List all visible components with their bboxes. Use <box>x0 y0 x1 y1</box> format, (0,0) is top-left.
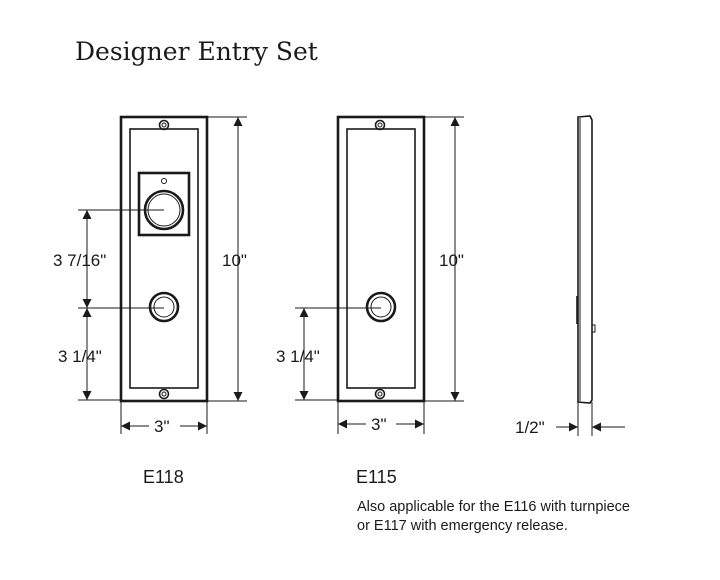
e115-dim-width-label: 3" <box>371 415 387 434</box>
e118-dim-lower-label: 3 1/4" <box>58 347 102 366</box>
e115-dim-lower-label: 3 1/4" <box>276 347 320 366</box>
e118-turnpiece-pin-icon <box>161 178 167 184</box>
e115-bottom-screw-icon <box>374 388 386 400</box>
page-title: Designer Entry Set <box>75 37 318 66</box>
e118-turnpiece-housing <box>137 171 191 237</box>
e118-top-screw-icon <box>158 119 170 131</box>
e118-cylinder-icon <box>148 291 180 323</box>
e115-cylinder-icon <box>365 291 397 323</box>
e115-model-label: E115 <box>356 467 397 487</box>
side-profile-drawing <box>556 115 625 436</box>
e118-bottom-screw-icon <box>158 388 170 400</box>
e118-plate-outer <box>119 115 209 403</box>
e115-plate-inner <box>346 128 416 389</box>
e115-plate-outer <box>336 115 426 403</box>
side-dim-depth-label: 1/2" <box>515 418 545 437</box>
e118-dim-upper-label: 3 7/16" <box>53 251 106 270</box>
e118-plate-inner <box>129 128 199 389</box>
e118-dim-width-label: 3" <box>154 417 170 436</box>
e115-drawing <box>295 115 464 434</box>
e115-note-line-1: Also applicable for the E116 with turnpi… <box>357 499 630 515</box>
side-profile-latch-icon <box>591 324 596 333</box>
e115-note-line-2: or E117 with emergency release. <box>357 518 568 534</box>
e115-dim-height-label: 10" <box>439 251 464 270</box>
e118-dim-height-label: 10" <box>222 251 247 270</box>
e118-drawing <box>78 115 247 434</box>
e118-model-label: E118 <box>143 467 184 487</box>
e115-top-screw-icon <box>374 119 386 131</box>
